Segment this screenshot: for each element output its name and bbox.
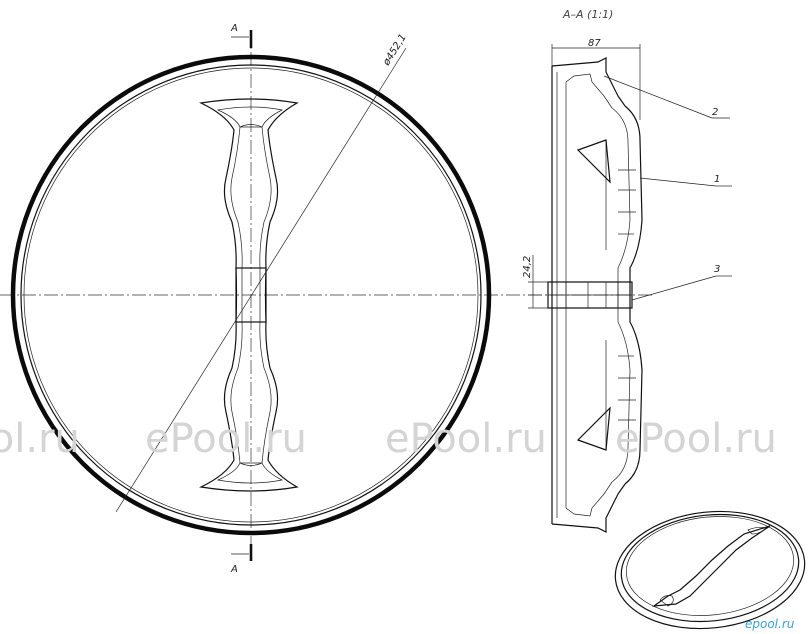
watermark: ePool.ru [145, 416, 307, 462]
inner-rim-edge [23, 67, 479, 523]
fin-top [576, 139, 611, 184]
inner-rim [20, 64, 482, 526]
isometric-preview: epool.ru [614, 510, 806, 631]
outer-rim [10, 54, 492, 536]
rim-detail-top [565, 73, 613, 109]
callout-leader-3 [631, 275, 717, 301]
handle-outer [199, 98, 299, 492]
isometric-handle [651, 525, 771, 607]
section-letter-bottom: A [230, 564, 238, 575]
brand-logo: epool.ru [745, 617, 795, 631]
section-title: A–A (1:1) [562, 8, 613, 21]
diameter-leader [115, 47, 407, 513]
section-view: A–A (1:1) 87 [522, 8, 732, 533]
offset-label: 24,2 [522, 256, 533, 278]
fin-bottom [576, 406, 611, 451]
callout-1: 1 [714, 174, 720, 185]
callout-2: 2 [712, 107, 718, 118]
callout-leader-1 [639, 177, 717, 187]
rim-detail-bottom [565, 481, 613, 517]
handle-center-hub [235, 267, 267, 323]
callout-3: 3 [714, 264, 720, 275]
section-letter-top: A [230, 23, 238, 34]
watermark: ePool.ru [0, 416, 80, 462]
rim-profile-top [551, 57, 626, 107]
height-label: 87 [588, 38, 601, 49]
handle-top-grip [216, 106, 284, 128]
handle-bottom-grip [216, 462, 284, 484]
callout-leader-2 [603, 75, 713, 119]
watermark: ePool.ru [385, 416, 547, 462]
watermark: ePool.ru [615, 416, 777, 462]
watermarks: ePool.ru ePool.ru ePool.ru ePool.ru [0, 416, 777, 462]
front-view: ø452,1 A A [0, 23, 548, 575]
section-ribs [605, 140, 636, 450]
rim-profile-bottom [551, 483, 626, 533]
